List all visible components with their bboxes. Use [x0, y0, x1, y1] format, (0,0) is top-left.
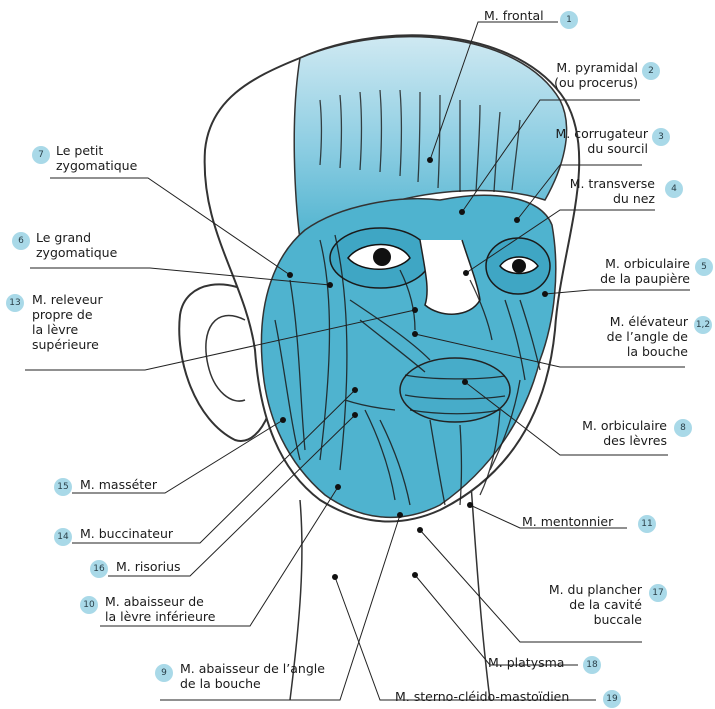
badge-9: 9: [155, 664, 173, 682]
label-sterno: M. sterno-cléido-mastoïdien: [395, 689, 569, 704]
badge-3: 3: [652, 128, 670, 146]
badge-5: 5: [695, 258, 713, 276]
label-buccinateur: M. buccinateur: [80, 526, 173, 541]
badge-15: 15: [54, 478, 72, 496]
label-petit-zygo: Le petitzygomatique: [56, 143, 137, 173]
badge-2: 2: [642, 62, 660, 80]
badge-10: 10: [80, 596, 98, 614]
label-risorius: M. risorius: [116, 559, 181, 574]
label-corrugateur: M. corrugateurdu sourcil: [530, 126, 648, 156]
badge-1: 1: [560, 11, 578, 29]
label-abaisseur-angle: M. abaisseur de l’anglede la bouche: [180, 661, 325, 691]
badge-1-2: 1,2: [694, 316, 712, 334]
badge-8: 8: [674, 419, 692, 437]
label-abaisseur-levre: M. abaisseur dela lèvre inférieure: [105, 594, 215, 624]
label-elevateur: M. élévateurde l’angle dela bouche: [580, 314, 688, 359]
label-pyramidal: M. pyramidal(ou procerus): [535, 60, 638, 90]
label-mentonnier: M. mentonnier: [522, 514, 613, 529]
label-orbiculaire-levres: M. orbiculairedes lèvres: [555, 418, 667, 448]
label-releveur: M. releveurpropre dela lèvresupérieure: [32, 292, 103, 352]
badge-6: 6: [12, 232, 30, 250]
right-pupil: [512, 259, 526, 273]
badge-19: 19: [603, 690, 621, 708]
badge-18: 18: [583, 656, 601, 674]
label-grand-zygo: Le grandzygomatique: [36, 230, 117, 260]
label-platysma: M. platysma: [488, 655, 564, 670]
badge-13: 13: [6, 294, 24, 312]
badge-11: 11: [638, 515, 656, 533]
label-plancher: M. du plancherde la cavitébuccale: [530, 582, 642, 627]
label-frontal: M. frontal: [484, 8, 544, 23]
badge-7: 7: [32, 146, 50, 164]
badge-16: 16: [90, 560, 108, 578]
label-transverse: M. transversedu nez: [540, 176, 655, 206]
label-orbiculaire-paupiere: M. orbiculairede la paupière: [570, 256, 690, 286]
badge-4: 4: [665, 180, 683, 198]
badge-14: 14: [54, 528, 72, 546]
badge-17: 17: [649, 584, 667, 602]
mouth-orbicular: [400, 358, 510, 422]
left-pupil: [373, 248, 391, 266]
label-masseter: M. masséter: [80, 477, 157, 492]
